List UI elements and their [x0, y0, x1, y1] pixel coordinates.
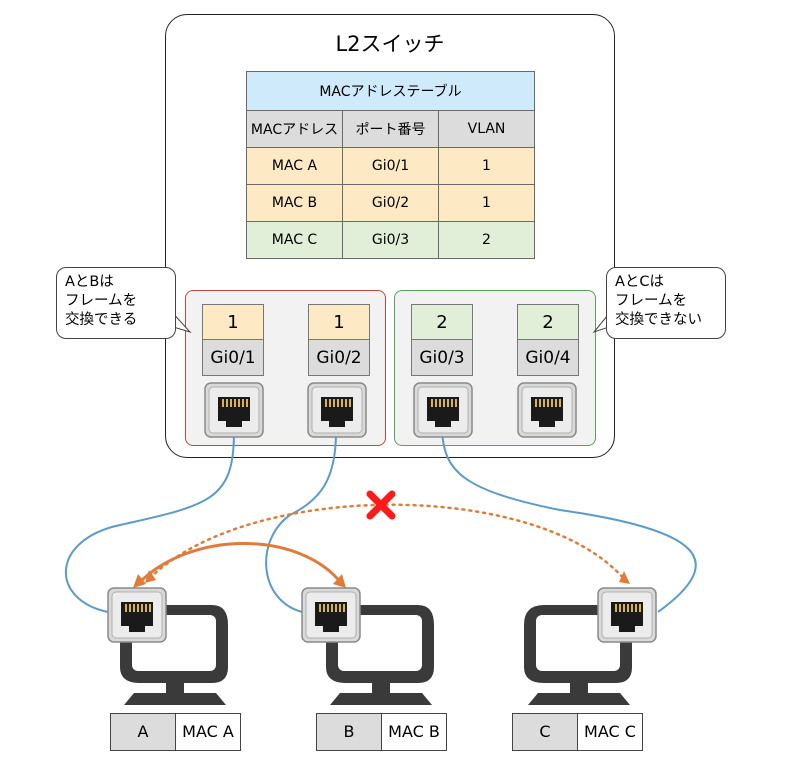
pc-a-label: A MAC A: [110, 713, 241, 751]
mac-address-table: MACアドレステーブル MACアドレス ポート番号 VLAN MAC A Gi0…: [246, 71, 535, 259]
callout-line: AとBは: [65, 274, 114, 290]
callout-line: 交換できない: [615, 312, 702, 328]
pc-name: B: [317, 714, 382, 750]
cell-mac: MAC B: [246, 184, 343, 222]
cell-port: Gi0/2: [342, 184, 439, 222]
port-vlan-label: 2: [517, 304, 579, 340]
callout-line: フレームを: [65, 293, 138, 309]
callout-line: フレームを: [615, 293, 688, 309]
pc-b-port-icon: [301, 587, 361, 643]
switch-port-gi0-3-icon: [413, 382, 473, 438]
port-vlan-label: 1: [308, 304, 370, 340]
pc-b-label: B MAC B: [316, 713, 447, 751]
table-row: MAC A Gi0/1 1: [246, 147, 535, 185]
pc-c-port-icon: [597, 587, 657, 643]
blocked-x-icon: [366, 490, 396, 520]
cell-vlan: 2: [438, 221, 535, 259]
cell-port: Gi0/1: [342, 147, 439, 185]
switch-port-gi0-2-icon: [307, 382, 367, 438]
callout-cannot-exchange: AとCは フレームを 交換できない: [606, 267, 726, 339]
cable-a: [65, 431, 235, 613]
port-name-label: Gi0/2: [308, 340, 370, 376]
cell-vlan: 1: [438, 147, 535, 185]
header-vlan: VLAN: [438, 110, 535, 148]
switch-port-gi0-4-icon: [517, 382, 577, 438]
port-name-label: Gi0/1: [202, 340, 264, 376]
port-name-label: Gi0/4: [517, 340, 579, 376]
callout-line: 交換できる: [65, 312, 138, 328]
port-vlan-label: 1: [202, 304, 264, 340]
cell-mac: MAC C: [246, 221, 343, 259]
port-vlan-label: 2: [411, 304, 473, 340]
cell-vlan: 1: [438, 184, 535, 222]
callout-line: AとCは: [615, 274, 665, 290]
table-row: MAC C Gi0/3 2: [246, 221, 535, 259]
cell-port: Gi0/3: [342, 221, 439, 259]
table-row: MAC B Gi0/2 1: [246, 184, 535, 222]
callout-can-exchange: AとBは フレームを 交換できる: [56, 267, 176, 339]
pc-c-label: C MAC C: [512, 713, 643, 751]
header-mac: MACアドレス: [246, 110, 343, 148]
frame-arrow-a-to-b: [136, 542, 344, 586]
switch-port-gi0-1-icon: [204, 382, 264, 438]
pc-mac: MAC B: [382, 714, 446, 750]
table-header-row: MACアドレス ポート番号 VLAN: [246, 110, 535, 148]
pc-mac: MAC A: [176, 714, 240, 750]
cable-c: [441, 431, 697, 613]
frame-arrow-a-to-c-blocked: [148, 503, 627, 582]
port-name-label: Gi0/3: [411, 340, 473, 376]
switch-title: L2スイッチ: [335, 32, 445, 56]
pc-name: C: [513, 714, 578, 750]
pc-mac: MAC C: [578, 714, 642, 750]
header-port: ポート番号: [342, 110, 439, 148]
pc-name: A: [111, 714, 176, 750]
cable-b: [265, 431, 337, 613]
pc-a-port-icon: [107, 587, 167, 643]
